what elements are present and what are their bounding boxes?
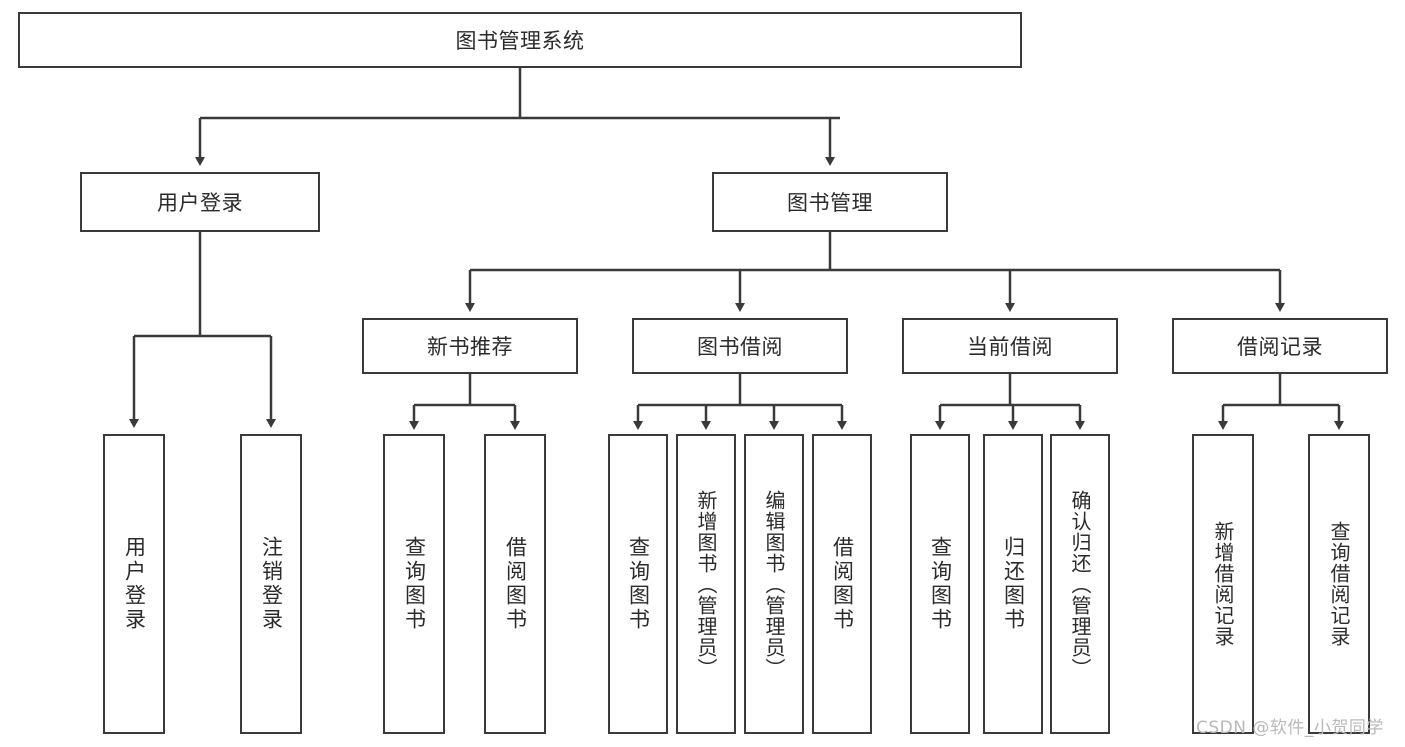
leaf-user-login[interactable]: 用户登录 bbox=[103, 434, 165, 734]
leaf-add-borrow-record[interactable]: 新增借阅记录 bbox=[1192, 434, 1254, 734]
leaf-return-book[interactable]: 归还图书 bbox=[983, 434, 1043, 734]
leaf-logout[interactable]: 注销登录 bbox=[240, 434, 302, 734]
node-book-management[interactable]: 图书管理 bbox=[712, 172, 948, 232]
leaf-confirm-return-admin[interactable]: 确认归还（管理员） bbox=[1050, 434, 1110, 734]
leaf-query-borrow-record[interactable]: 查询借阅记录 bbox=[1308, 434, 1370, 734]
csdn-watermark: CSDN @软件_小贺同学 bbox=[1196, 718, 1384, 738]
leaf-edit-book-admin[interactable]: 编辑图书（管理员） bbox=[744, 434, 804, 734]
node-book-borrow[interactable]: 图书借阅 bbox=[632, 318, 848, 374]
leaf-borrow-book[interactable]: 借阅图书 bbox=[812, 434, 872, 734]
node-current-borrow[interactable]: 当前借阅 bbox=[902, 318, 1118, 374]
node-borrow-record[interactable]: 借阅记录 bbox=[1172, 318, 1388, 374]
node-user-login[interactable]: 用户登录 bbox=[80, 172, 320, 232]
leaf-add-book-admin[interactable]: 新增图书（管理员） bbox=[676, 434, 736, 734]
leaf-query-book-newbook[interactable]: 查询图书 bbox=[383, 434, 445, 734]
node-new-book-recommend[interactable]: 新书推荐 bbox=[362, 318, 578, 374]
node-root-system[interactable]: 图书管理系统 bbox=[18, 12, 1022, 68]
leaf-borrow-book-newbook[interactable]: 借阅图书 bbox=[484, 434, 546, 734]
leaf-query-book-current[interactable]: 查询图书 bbox=[910, 434, 970, 734]
leaf-query-book-borrow[interactable]: 查询图书 bbox=[608, 434, 668, 734]
